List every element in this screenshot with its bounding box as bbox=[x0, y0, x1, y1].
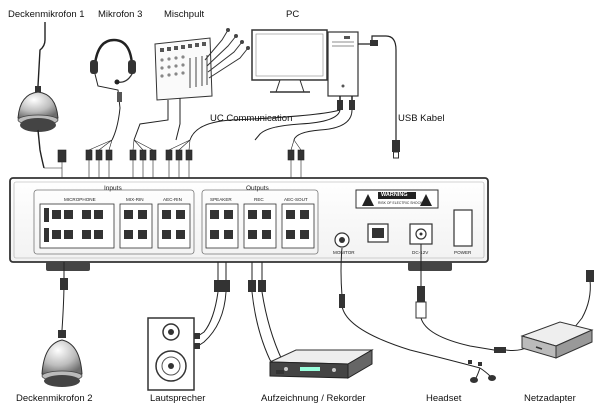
mic-3-label: Mikrofon 3 bbox=[98, 9, 143, 20]
port-label-rec: REC bbox=[254, 197, 264, 202]
inputs-title: Inputs bbox=[104, 185, 122, 192]
headset-mic-3-icon bbox=[90, 38, 136, 141]
output-plugs bbox=[60, 270, 594, 366]
warning-title: WARNING bbox=[381, 192, 408, 198]
port-label-mix-rin: MIX-RIN bbox=[126, 197, 144, 202]
port-label-speaker: SPEAKER bbox=[210, 197, 232, 202]
outputs-title: Outputs bbox=[246, 185, 269, 192]
uc-communication-label: UC Communication bbox=[210, 113, 293, 124]
port-label-aec-sout: AEC-SOUT bbox=[284, 197, 308, 202]
input-cable-plugs bbox=[44, 139, 305, 178]
ceiling-mic-1-icon bbox=[17, 22, 59, 169]
mixer-label: Mischpult bbox=[164, 9, 205, 20]
port-label-aec-rin: AEC-RIN bbox=[163, 197, 182, 202]
power-adapter-label: Netzadapter bbox=[524, 393, 576, 404]
monitor-label: MONITOR bbox=[333, 250, 355, 255]
pc-label: PC bbox=[286, 9, 300, 20]
power-adapter-icon bbox=[520, 321, 594, 359]
power-label: POWER bbox=[454, 250, 472, 255]
mixer-icon bbox=[133, 28, 250, 141]
processor-device bbox=[9, 177, 489, 271]
usb-cable-label: USB Kabel bbox=[398, 113, 445, 124]
port-label-microphone: MICROPHONE bbox=[64, 197, 96, 202]
loudspeaker-label: Lautsprecher bbox=[150, 393, 206, 404]
loudspeaker-icon bbox=[147, 317, 200, 391]
ceiling-mic-1-label: Deckenmikrofon 1 bbox=[8, 9, 85, 20]
pc-icon bbox=[189, 29, 400, 159]
headset-earbuds-icon bbox=[470, 367, 496, 383]
warning-text: RISK OF ELECTRIC SHOCK bbox=[378, 201, 423, 205]
ceiling-mic-2-label: Deckenmikrofon 2 bbox=[16, 393, 93, 404]
headset-label: Headset bbox=[426, 393, 462, 404]
dc-label: DC-12V bbox=[412, 250, 429, 255]
recorder-icon bbox=[269, 349, 374, 379]
ceiling-mic-2-icon bbox=[41, 330, 83, 387]
recorder-label: Aufzeichnung / Rekorder bbox=[261, 393, 366, 404]
